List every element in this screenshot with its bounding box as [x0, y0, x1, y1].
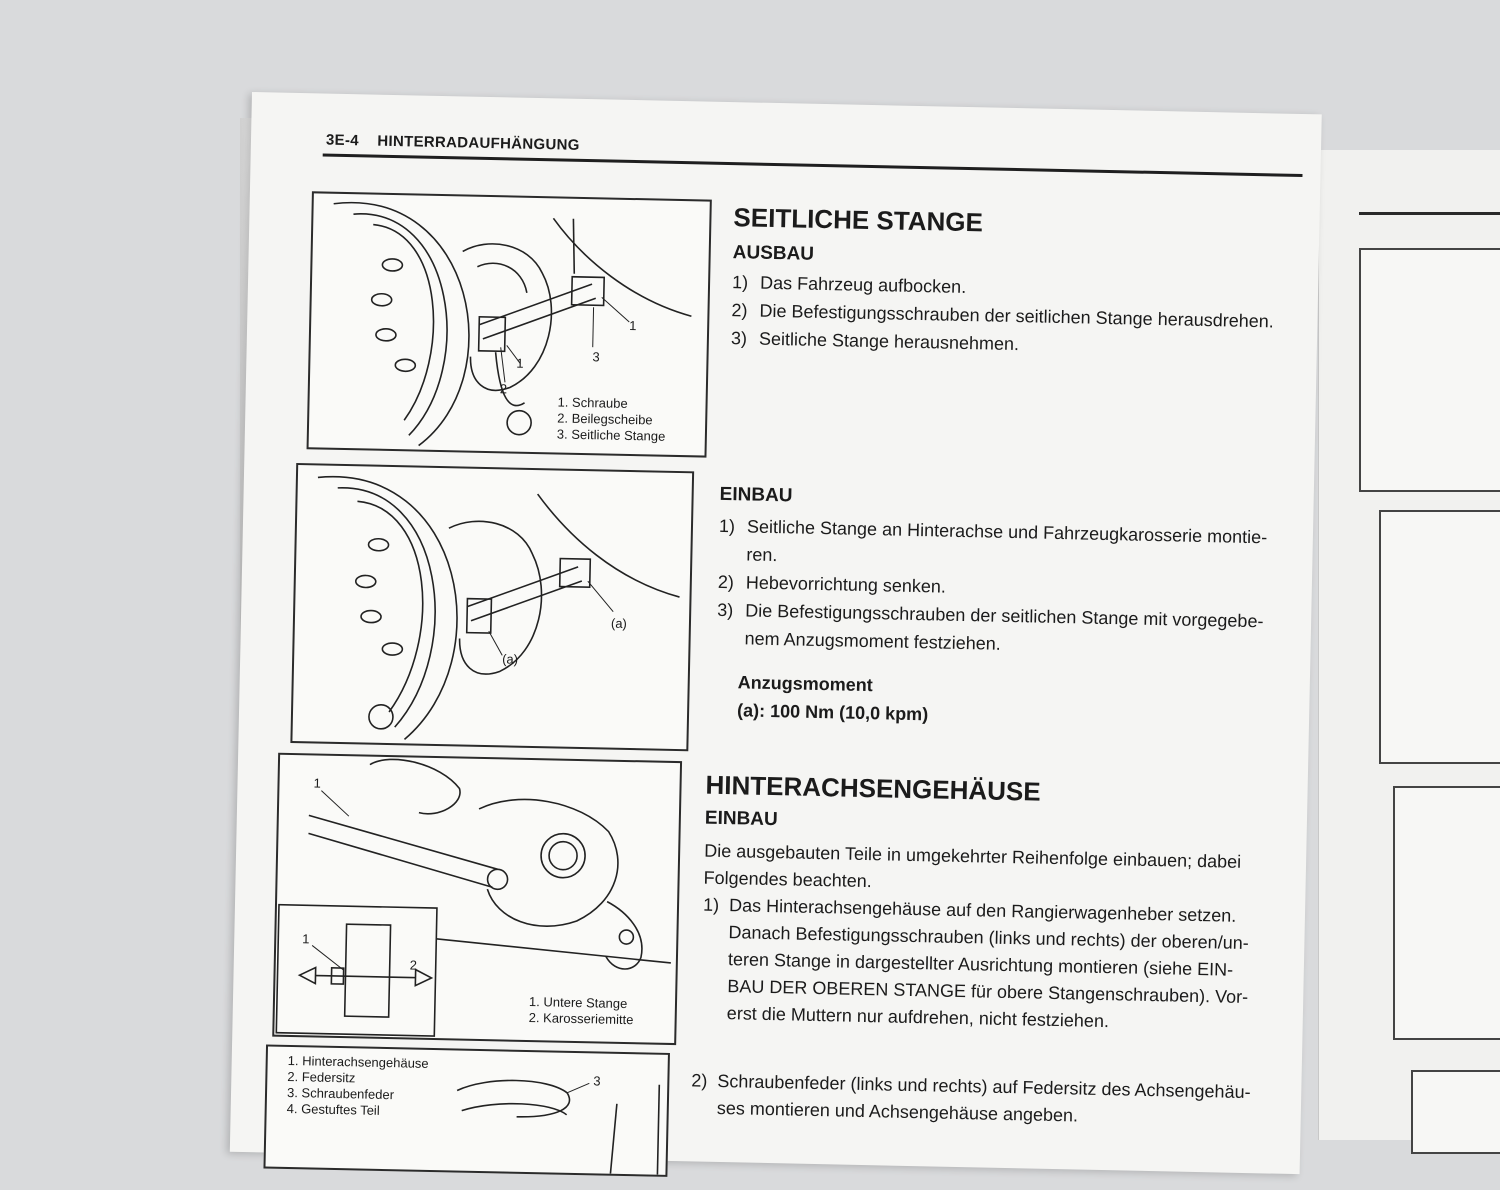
- subsection-heading: EINBAU: [705, 808, 778, 832]
- legend-item: 3. Seitliche Stange: [557, 426, 666, 444]
- subsection-heading: AUSBAU: [733, 242, 815, 266]
- torque-heading: Anzugsmoment: [738, 672, 873, 696]
- section-title: SEITLICHE STANGE: [733, 202, 983, 238]
- side-rod-installation-drawing: [292, 465, 692, 749]
- figure-coil-spring: 3 1. Hinterachsengehäuse 2. Federsitz 3.…: [263, 1045, 670, 1177]
- step-text: Das Fahrzeug aufbocken.: [760, 269, 967, 301]
- figure-legend: 1. Schraube 2. Beilegscheibe 3. Seitlich…: [557, 394, 666, 444]
- step-number: 1): [732, 268, 761, 297]
- page-chapter-title: HINTERRADAUFHÄNGUNG: [377, 133, 580, 154]
- step-number: 3): [717, 596, 746, 625]
- facing-page-rule: [1359, 212, 1500, 215]
- torque-value: (a): 100 Nm (10,0 kpm): [737, 700, 928, 725]
- step-number: 2): [731, 296, 760, 325]
- step-text-continued: nem Anzugsmoment festziehen.: [744, 624, 1001, 657]
- callout-label: 1: [302, 931, 310, 946]
- step-text-continued: ren.: [746, 540, 778, 569]
- step-text: Hebevorrichtung senken.: [746, 568, 947, 600]
- step-number: 2): [691, 1067, 718, 1122]
- axle-step-2: 2) Schraubenfeder (links und rechts) auf…: [691, 1067, 1251, 1133]
- header-rule: [323, 153, 1303, 177]
- callout-label: 3: [592, 349, 600, 364]
- removal-steps: 1)Das Fahrzeug aufbocken. 2)Die Befestig…: [731, 268, 1275, 363]
- subsection-heading: EINBAU: [719, 484, 792, 508]
- step-number: 1): [701, 892, 730, 1028]
- figure-side-rod-removal: 1 1 2 3 1. Schraube 2. Beilegscheibe 3. …: [307, 191, 712, 457]
- step-number: 1): [719, 512, 748, 541]
- facing-page: [1318, 150, 1500, 1140]
- callout-label: 1: [516, 356, 524, 371]
- axle-step-1: 1) Das Hinterachsengehäuse auf den Rangi…: [701, 892, 1251, 1038]
- step-number: 2): [718, 568, 747, 597]
- facing-page-figure: [1379, 510, 1500, 764]
- section-title: HINTERACHSENGEHÄUSE: [705, 770, 1041, 808]
- facing-page-figure: [1359, 248, 1500, 492]
- callout-label: 1: [629, 318, 637, 333]
- installation-steps: 1)Seitliche Stange an Hinterachse und Fa…: [716, 512, 1267, 663]
- facing-page-figure: [1411, 1070, 1500, 1154]
- step-text: Seitliche Stange herausnehmen.: [759, 325, 1020, 358]
- page-header: 3E-4 HINTERRADAUFHÄNGUNG: [326, 132, 594, 155]
- callout-label: 2: [500, 381, 508, 396]
- page-code: 3E-4: [326, 132, 359, 150]
- callout-label: 3: [593, 1073, 601, 1088]
- figure-legend: 1. Untere Stange 2. Karosseriemitte: [529, 994, 634, 1028]
- manual-page: 3E-4 HINTERRADAUFHÄNGUNG: [230, 92, 1322, 1174]
- figure-side-rod-installation: (a) (a): [290, 463, 694, 751]
- callout-label: 1: [313, 775, 321, 790]
- facing-page-figure: [1393, 786, 1500, 1040]
- figure-lower-rod: 1 1 2 1. Untere Stange 2. Karosseriemitt…: [272, 753, 682, 1045]
- legend-item: 2. Karosseriemitte: [529, 1010, 634, 1028]
- callout-label: (a): [502, 651, 518, 666]
- callout-label: (a): [611, 616, 627, 631]
- legend-item: 4. Gestuftes Teil: [287, 1101, 428, 1120]
- callout-label: 2: [410, 957, 418, 972]
- figure-legend: 1. Hinterachsengehäuse 2. Federsitz 3. S…: [287, 1053, 429, 1120]
- step-number: 3): [731, 324, 760, 353]
